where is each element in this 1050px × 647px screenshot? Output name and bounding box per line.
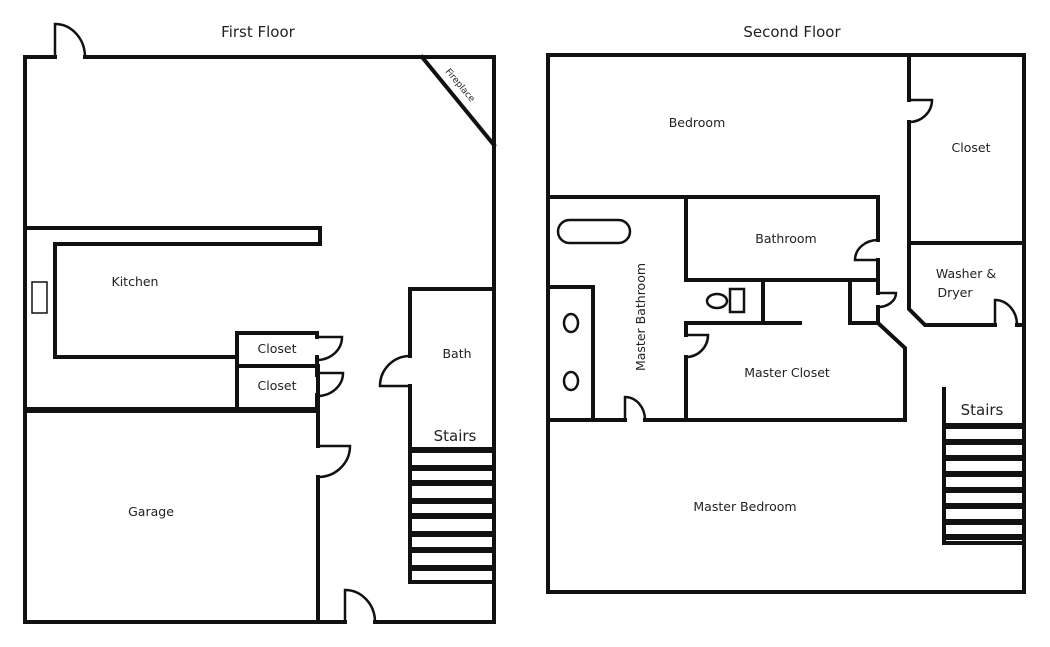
master-bathroom-door[interactable] — [623, 395, 647, 421]
bath-label: Bath — [442, 346, 471, 361]
master-suite-walls — [546, 195, 907, 422]
garage-door[interactable] — [317, 444, 352, 479]
closet-2-door[interactable] — [316, 371, 345, 398]
second-floor-stairs — [944, 423, 1024, 540]
washer-dryer-label-1: Washer & — [936, 266, 996, 281]
first-floor-title: First Floor — [221, 23, 295, 41]
kitchen-label: Kitchen — [112, 274, 159, 289]
sink-1 — [562, 312, 580, 334]
first-floor-stairs — [410, 447, 494, 571]
second-floor-title: Second Floor — [743, 23, 841, 41]
bedroom-label: Bedroom — [669, 115, 726, 130]
linen-closet-door[interactable] — [877, 291, 898, 309]
washer-dryer-label-2: Dryer — [938, 285, 974, 300]
bathroom-door[interactable] — [853, 238, 879, 262]
stove — [31, 281, 48, 314]
kitchen-wall — [23, 226, 322, 359]
back-door[interactable] — [343, 588, 377, 623]
master-bedroom-label: Master Bedroom — [693, 499, 796, 514]
second-floor: Second Floor Bedroom Closet Washer & Dry… — [546, 23, 1026, 594]
closet-1-label: Closet — [258, 341, 297, 356]
front-door[interactable] — [53, 22, 87, 58]
master-closet-label: Master Closet — [744, 365, 830, 380]
garage-label: Garage — [128, 504, 174, 519]
closet-walls — [235, 331, 319, 411]
closet-label: Closet — [952, 140, 991, 155]
closet-2-label: Closet — [258, 378, 297, 393]
bathroom-label: Bathroom — [755, 231, 816, 246]
master-closet-door[interactable] — [685, 333, 710, 359]
second-floor-stairs-label: Stairs — [961, 401, 1004, 419]
master-bathroom-label: Master Bathroom — [633, 263, 648, 371]
bedroom-closet-door[interactable] — [908, 98, 934, 124]
washer-dryer-door[interactable] — [993, 298, 1019, 326]
bath-door[interactable] — [378, 354, 411, 388]
first-floor-stairs-label: Stairs — [434, 427, 477, 445]
closet-1-door[interactable] — [316, 335, 344, 362]
toilet-bowl — [705, 292, 729, 310]
fireplace — [419, 54, 497, 148]
sink-2 — [562, 370, 580, 392]
first-floor: First Floor Fireplace Kitchen Closet Clo… — [23, 22, 497, 624]
toilet-tank — [728, 287, 746, 314]
first-floor-exterior-wall — [23, 55, 496, 624]
bathtub — [556, 218, 632, 245]
closet-wall — [907, 53, 1026, 327]
